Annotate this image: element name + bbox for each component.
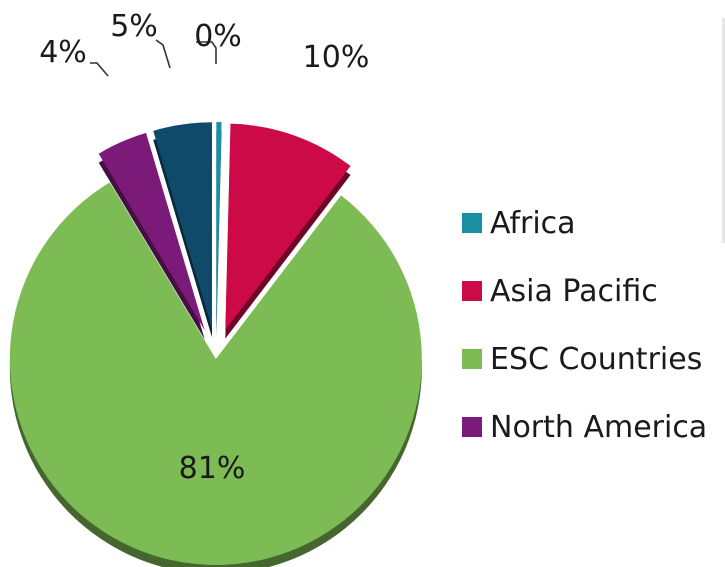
data-label-other: 5% [110, 9, 158, 44]
data-label-asia-pacific: 10% [303, 40, 370, 75]
frame-edge [722, 18, 725, 243]
pie-slice-esc-countries [9, 182, 422, 565]
data-label-esc-countries: 81% [179, 451, 246, 486]
leader-lines [90, 39, 217, 77]
pie-slice-north-america [98, 132, 205, 331]
legend-swatch-esc-countries [462, 349, 482, 369]
legend-label-north-america: North America [490, 409, 708, 445]
pie-slice-africa [216, 122, 222, 328]
leader-line-north-america [90, 62, 109, 77]
legend-label-asia-pacific: Asia Pacific [490, 273, 658, 309]
legend-swatch-north-america [462, 417, 482, 437]
legend: Africa Asia Pacific ESC Countries North … [462, 189, 725, 461]
pie-slice-other [153, 122, 212, 329]
leader-line-other [155, 39, 171, 69]
legend-item-asia-pacific: Asia Pacific [462, 257, 725, 325]
legend-label-africa: Africa [490, 205, 576, 241]
slices-layer [9, 122, 422, 567]
legend-swatch-asia-pacific [462, 281, 482, 301]
legend-swatch-africa [462, 213, 482, 233]
legend-item-north-america: North America [462, 393, 725, 461]
legend-item-esc-countries: ESC Countries [462, 325, 725, 393]
data-labels: 0% 10% 81% 4% 5% [39, 9, 369, 486]
pie-slice-asia-pacific [225, 123, 351, 330]
data-label-north-america: 4% [39, 35, 87, 70]
legend-item-africa: Africa [462, 189, 725, 257]
legend-label-esc-countries: ESC Countries [490, 341, 703, 377]
leader-line-africa [196, 41, 217, 64]
data-label-africa: 0% [194, 19, 242, 54]
